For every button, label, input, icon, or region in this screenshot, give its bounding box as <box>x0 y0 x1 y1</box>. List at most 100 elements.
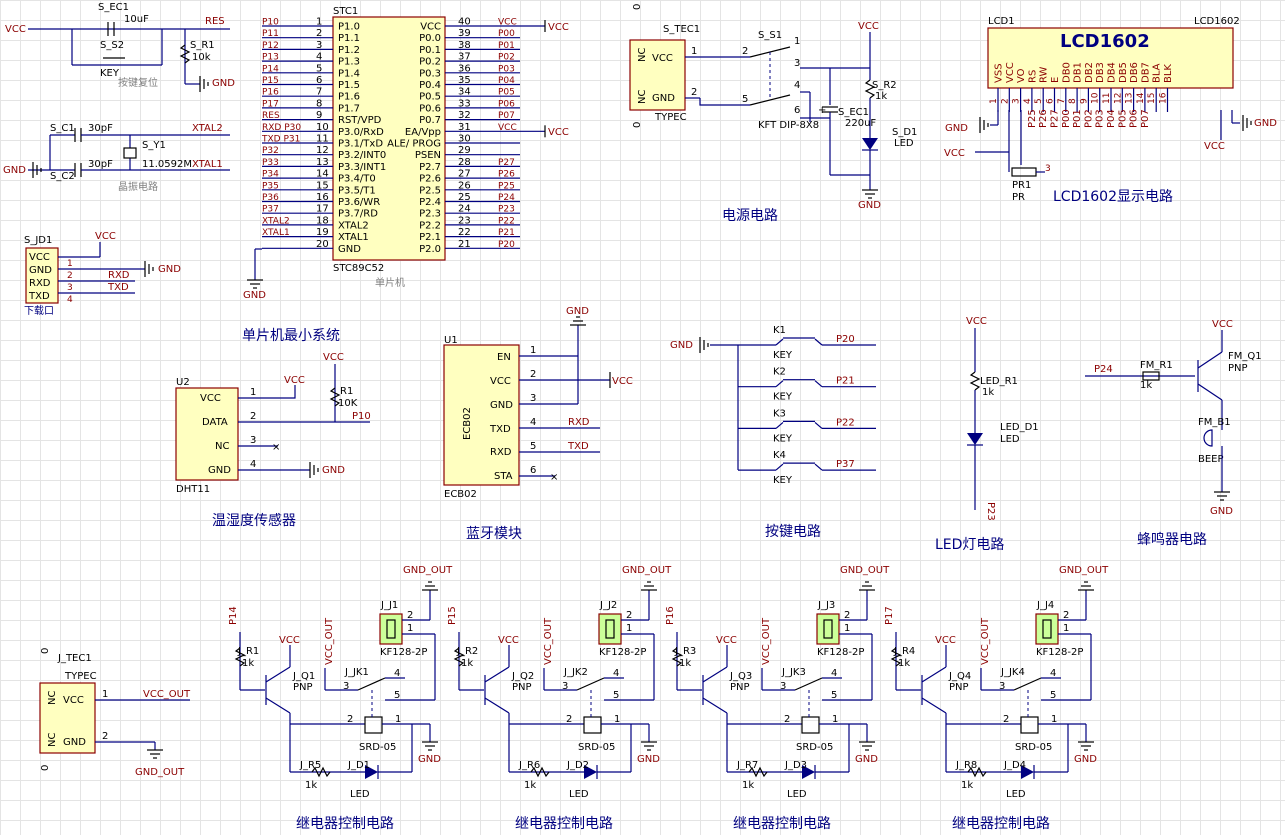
mcu-left-pin: GND <box>338 244 361 255</box>
reset-res-val: 10k <box>192 52 211 63</box>
pin-number: 2 <box>250 411 256 422</box>
pin-number: 18 <box>316 215 329 226</box>
pin-number: 5 <box>530 441 536 452</box>
mcu-left-pin: P1.2 <box>338 45 360 56</box>
mcu-right-net: P21 <box>498 228 515 238</box>
pin-number: 5 <box>316 63 322 74</box>
vcc-out-label: VCC_OUT <box>543 617 554 665</box>
pin-number: 11 <box>316 134 329 145</box>
buzzer-res-ref: FM_R1 <box>1140 360 1173 371</box>
key-contact <box>814 380 823 388</box>
mcu-left-net: P13 <box>262 53 279 63</box>
key-contact <box>775 463 784 471</box>
zero-label: 0 <box>40 648 51 654</box>
caption-led: LED灯电路 <box>935 537 1004 553</box>
key-val: KEY <box>773 392 793 403</box>
relay-led-resistor <box>748 766 768 778</box>
pin-number: 2 <box>566 714 572 725</box>
gnd-label: GND <box>418 754 441 765</box>
led-ref: LED_D1 <box>1000 422 1039 433</box>
pin-number: 6 <box>794 105 800 116</box>
lcd-pin-label: DB7 <box>1140 62 1151 83</box>
key-net: P21 <box>836 376 855 387</box>
mcu-right-pin: P0.6 <box>419 103 441 114</box>
typec-output: J_TEC1 NC NC VCC GND TYPEC 0 0 1 VCC_OUT… <box>39 648 191 778</box>
download-pin-label: RXD <box>29 278 51 289</box>
mcu-right-pin: ALE/ PROG <box>387 139 441 150</box>
pin-number: 1 <box>67 259 73 269</box>
mcu-left-net: P15 <box>262 76 279 86</box>
nc-label: NC <box>637 90 648 104</box>
pin-number: 5 <box>394 690 400 701</box>
bt-part: ECB02 <box>444 489 477 500</box>
download-ref: S_JD1 <box>24 235 52 246</box>
pin-number: 2 <box>626 610 632 621</box>
mcu-left-pin: P1.1 <box>338 33 360 44</box>
lcd-pin-label: DB5 <box>1118 62 1129 83</box>
mcu-right-net: VCC <box>498 123 517 133</box>
gnd-label: GND <box>945 123 968 134</box>
mcu-right-pin: P0.5 <box>419 92 441 103</box>
mcu-right-pin: P2.6 <box>419 174 441 185</box>
relay-connector-slot <box>1042 619 1052 639</box>
mcu-right-net: P03 <box>498 64 515 74</box>
caption-keys: 按键电路 <box>765 524 821 540</box>
typec-out-gnd: GND <box>63 737 86 748</box>
relay-coil <box>801 716 820 734</box>
pin-number: 1 <box>530 345 536 356</box>
relay-net: P14 <box>228 606 239 625</box>
vcc-label: VCC <box>95 231 116 242</box>
key-val: KEY <box>773 350 793 361</box>
lcd-part: LCD1602 <box>1194 16 1240 27</box>
mcu-desc: 单片机 <box>375 276 405 289</box>
lcd-ref: LCD1 <box>988 16 1015 27</box>
buzzer-circuit: P24 FM_R1 1k VCC FM_Q1 PNP FM_B1 BEEP GN… <box>1085 319 1262 548</box>
pin-number: 13 <box>1125 93 1135 104</box>
crystal-ref: S_Y1 <box>142 140 166 151</box>
relay-connector <box>598 613 622 645</box>
gnd-label: GND <box>212 78 235 89</box>
gnd-out-label: GND_OUT <box>135 767 185 778</box>
mcu-left-net: P17 <box>262 99 279 109</box>
gnd-label: GND <box>1254 118 1277 129</box>
lcd-pin-label: BLA <box>1152 63 1163 83</box>
vcc-label: VCC <box>1212 319 1233 330</box>
mcu-left-pin: XTAL2 <box>338 220 369 231</box>
relay-led-diode <box>1021 765 1034 779</box>
relay-led-diode <box>365 765 378 779</box>
lcd-pin-label: RW <box>1039 66 1050 83</box>
plus-mark: + <box>818 105 826 116</box>
bt-rxd-net: RXD <box>568 417 590 428</box>
relay-led-resistor <box>530 766 550 778</box>
dht-pin-label: GND <box>208 465 231 476</box>
pin-number: 6 <box>1046 98 1056 104</box>
gnd-out-label: GND_OUT <box>403 565 453 576</box>
pin-number: 40 <box>458 17 471 28</box>
caption-relay: 继电器控制电路 <box>952 816 1050 832</box>
xtal2-net: XTAL2 <box>192 123 223 134</box>
relay-net: P16 <box>665 606 676 625</box>
pin-number: 3 <box>1012 98 1022 104</box>
dht-res-val: 10K <box>338 398 358 409</box>
pin-number: 7 <box>316 87 322 98</box>
transistor-collector <box>921 697 947 714</box>
relay-connector-ref: J_J4 <box>1036 600 1054 611</box>
vcc-label: VCC <box>323 352 344 363</box>
mcu-left-pin: RST/VPD <box>338 115 382 126</box>
pin-number: 38 <box>458 40 471 51</box>
mcu-left-net: P12 <box>262 41 279 51</box>
relay-led-ref: J_D4 <box>1003 760 1026 771</box>
mcu-right-net: P26 <box>498 170 515 180</box>
typec-gnd-pin: GND <box>652 93 675 104</box>
vcc-label: VCC <box>935 635 956 646</box>
relay-transistor-ref: J_Q4 <box>948 671 971 682</box>
typec-out-part: TYPEC <box>64 671 97 682</box>
relay-base-resistor <box>453 647 465 667</box>
pin-number: 8 <box>1068 98 1078 104</box>
pin-number: 4 <box>831 668 837 679</box>
mcu-left-net: P34 <box>262 170 279 180</box>
dht-pin-label: NC <box>215 441 229 452</box>
